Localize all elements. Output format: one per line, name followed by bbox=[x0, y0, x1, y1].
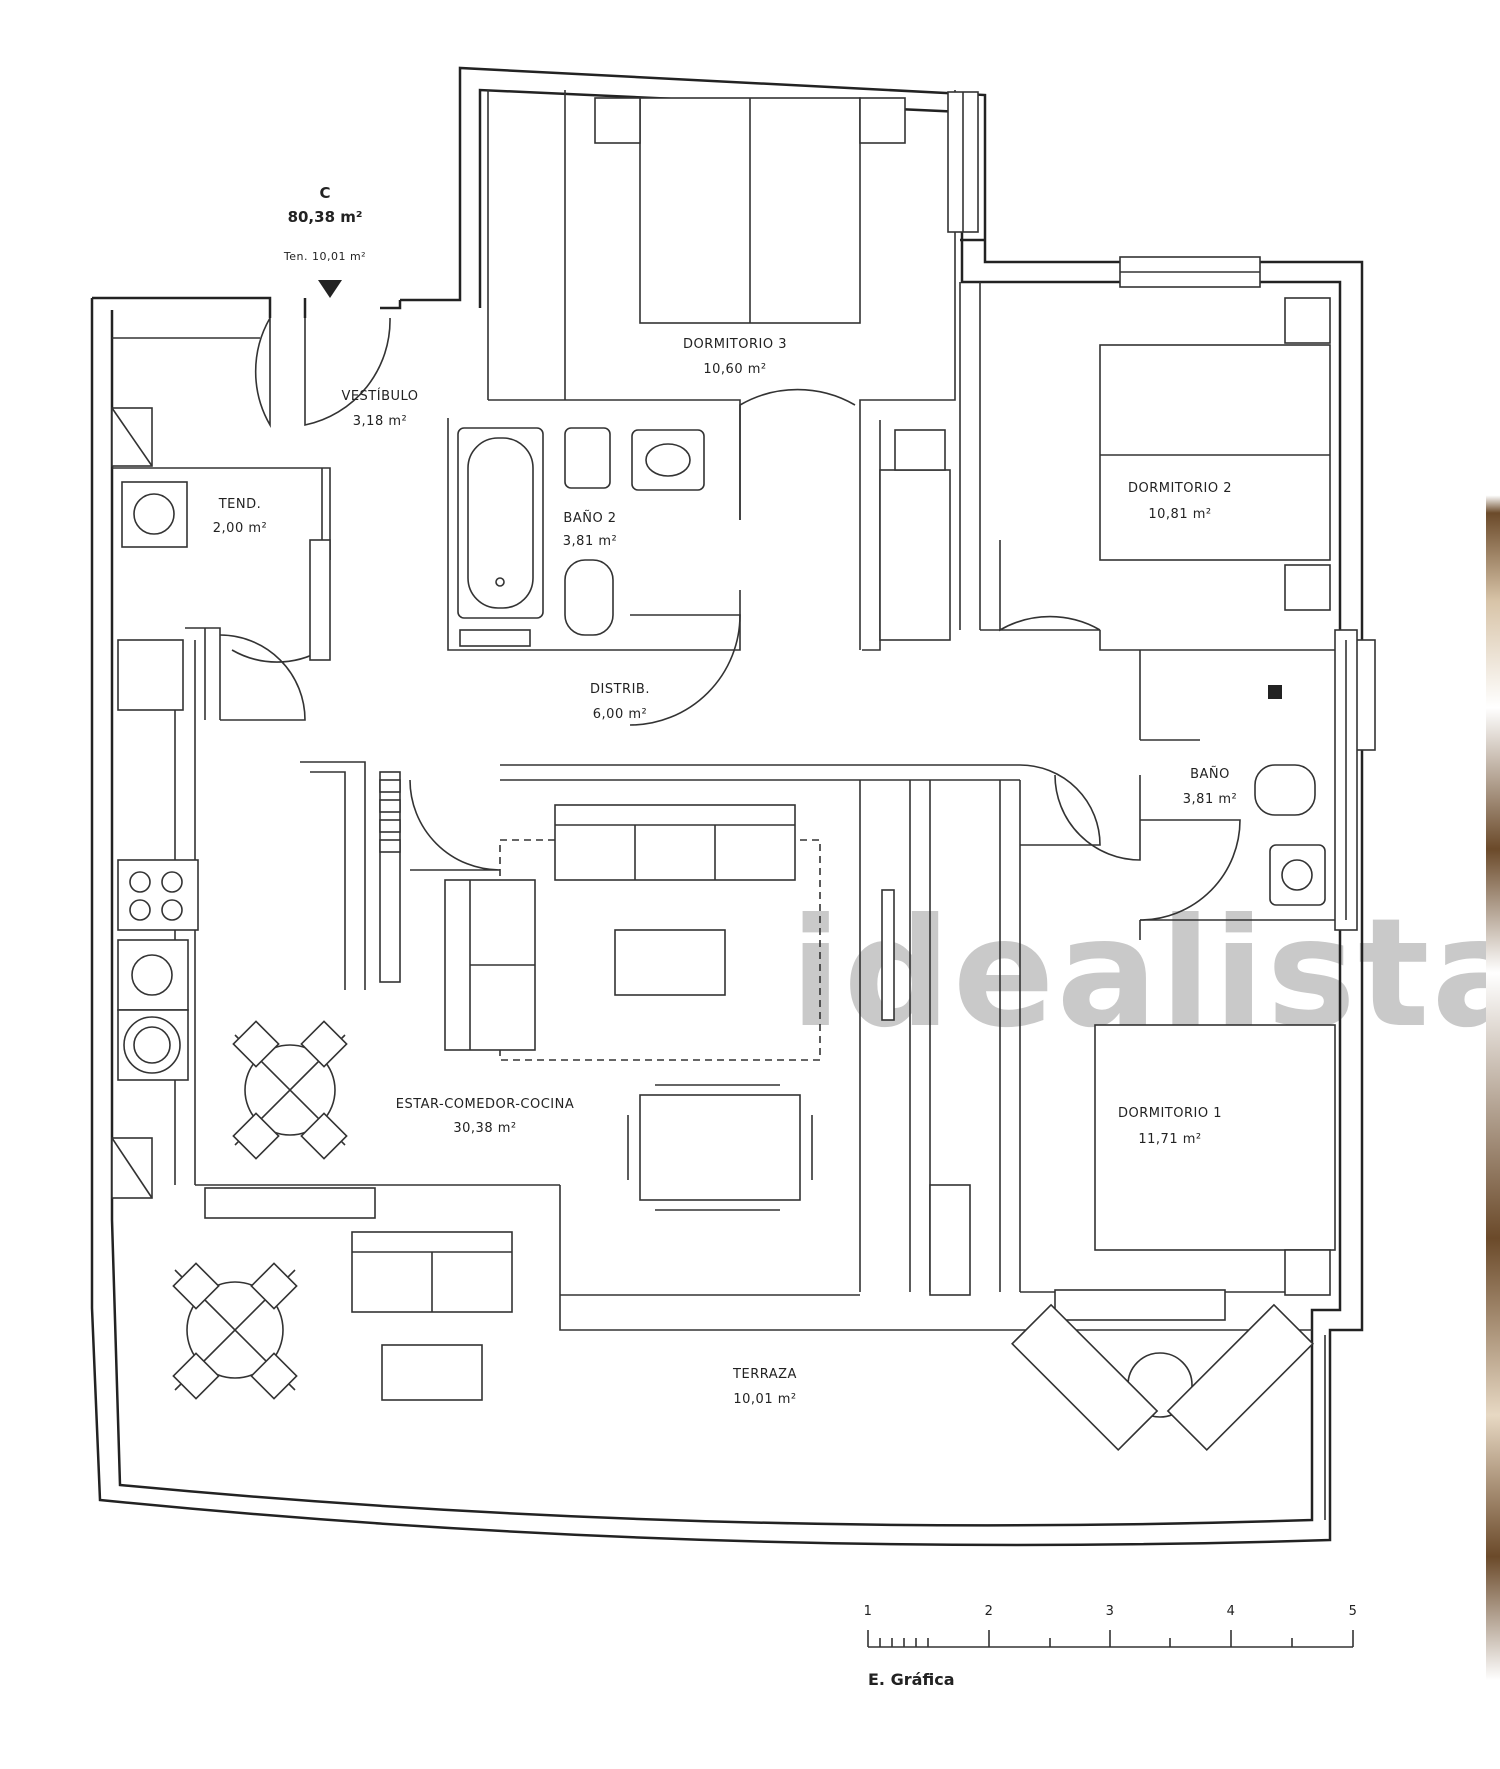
room-area-dormitorio2: 10,81 m² bbox=[1148, 507, 1211, 522]
shelf-unit bbox=[379, 771, 401, 983]
bed-dorm1 bbox=[881, 889, 1336, 1296]
down-triangle-icon bbox=[318, 280, 342, 298]
doors bbox=[219, 317, 1241, 921]
scale-tick-3: 3 bbox=[1106, 1604, 1115, 1619]
room-name-vestibulo: VESTÍBULO bbox=[341, 388, 418, 404]
room-name-distrib: DISTRIB. bbox=[590, 682, 650, 697]
living-furniture bbox=[232, 804, 821, 1211]
tend-fixtures bbox=[111, 407, 188, 548]
room-labels: VESTÍBULO 3,18 m² TEND. 2,00 m² DORMITOR… bbox=[213, 337, 1237, 1407]
scale-caption: E. Gráfica bbox=[868, 1670, 955, 1689]
unit-area: 80,38 m² bbox=[288, 208, 363, 226]
photo-edge-strip bbox=[1486, 0, 1500, 1769]
unit-letter: C bbox=[319, 184, 330, 202]
room-area-dormitorio1: 11,71 m² bbox=[1138, 1132, 1201, 1147]
graphic-scale: 1 2 3 4 5 E. Gráfica bbox=[864, 1604, 1358, 1689]
exterior-walls bbox=[90, 66, 1364, 1547]
room-area-distrib: 6,00 m² bbox=[593, 707, 647, 722]
terrace-furniture bbox=[172, 1231, 1326, 1520]
room-name-tend: TEND. bbox=[218, 497, 262, 512]
bed-dorm2 bbox=[879, 297, 1331, 641]
room-area-tend: 2,00 m² bbox=[213, 521, 267, 536]
room-name-dormitorio1: DORMITORIO 1 bbox=[1118, 1106, 1222, 1121]
bath2-fixtures bbox=[457, 427, 705, 647]
interior-walls bbox=[112, 90, 1341, 1331]
room-area-estar: 30,38 m² bbox=[453, 1121, 516, 1136]
room-area-bano: 3,81 m² bbox=[1183, 792, 1237, 807]
room-name-dormitorio3: DORMITORIO 3 bbox=[683, 337, 787, 352]
room-name-estar: ESTAR-COMEDOR-COCINA bbox=[396, 1097, 575, 1112]
room-area-dormitorio3: 10,60 m² bbox=[703, 362, 766, 377]
room-area-bano2: 3,81 m² bbox=[563, 534, 617, 549]
room-area-terraza: 10,01 m² bbox=[733, 1392, 796, 1407]
bath-fixtures bbox=[1254, 629, 1358, 931]
scale-tick-5: 5 bbox=[1349, 1604, 1358, 1619]
scale-tick-4: 4 bbox=[1227, 1604, 1236, 1619]
room-area-vestibulo: 3,18 m² bbox=[353, 414, 407, 429]
scale-tick-2: 2 bbox=[985, 1604, 994, 1619]
room-name-bano: BAÑO bbox=[1190, 766, 1230, 782]
bed-dorm3 bbox=[594, 97, 906, 324]
kitchen-counter bbox=[111, 639, 199, 1199]
room-name-bano2: BAÑO 2 bbox=[563, 510, 616, 526]
unit-area-total: Ten. 10,01 m² bbox=[283, 250, 366, 263]
room-name-terraza: TERRAZA bbox=[732, 1367, 797, 1382]
scale-tick-1: 1 bbox=[864, 1604, 873, 1619]
windows bbox=[204, 91, 1376, 1321]
room-name-dormitorio2: DORMITORIO 2 bbox=[1128, 481, 1232, 496]
